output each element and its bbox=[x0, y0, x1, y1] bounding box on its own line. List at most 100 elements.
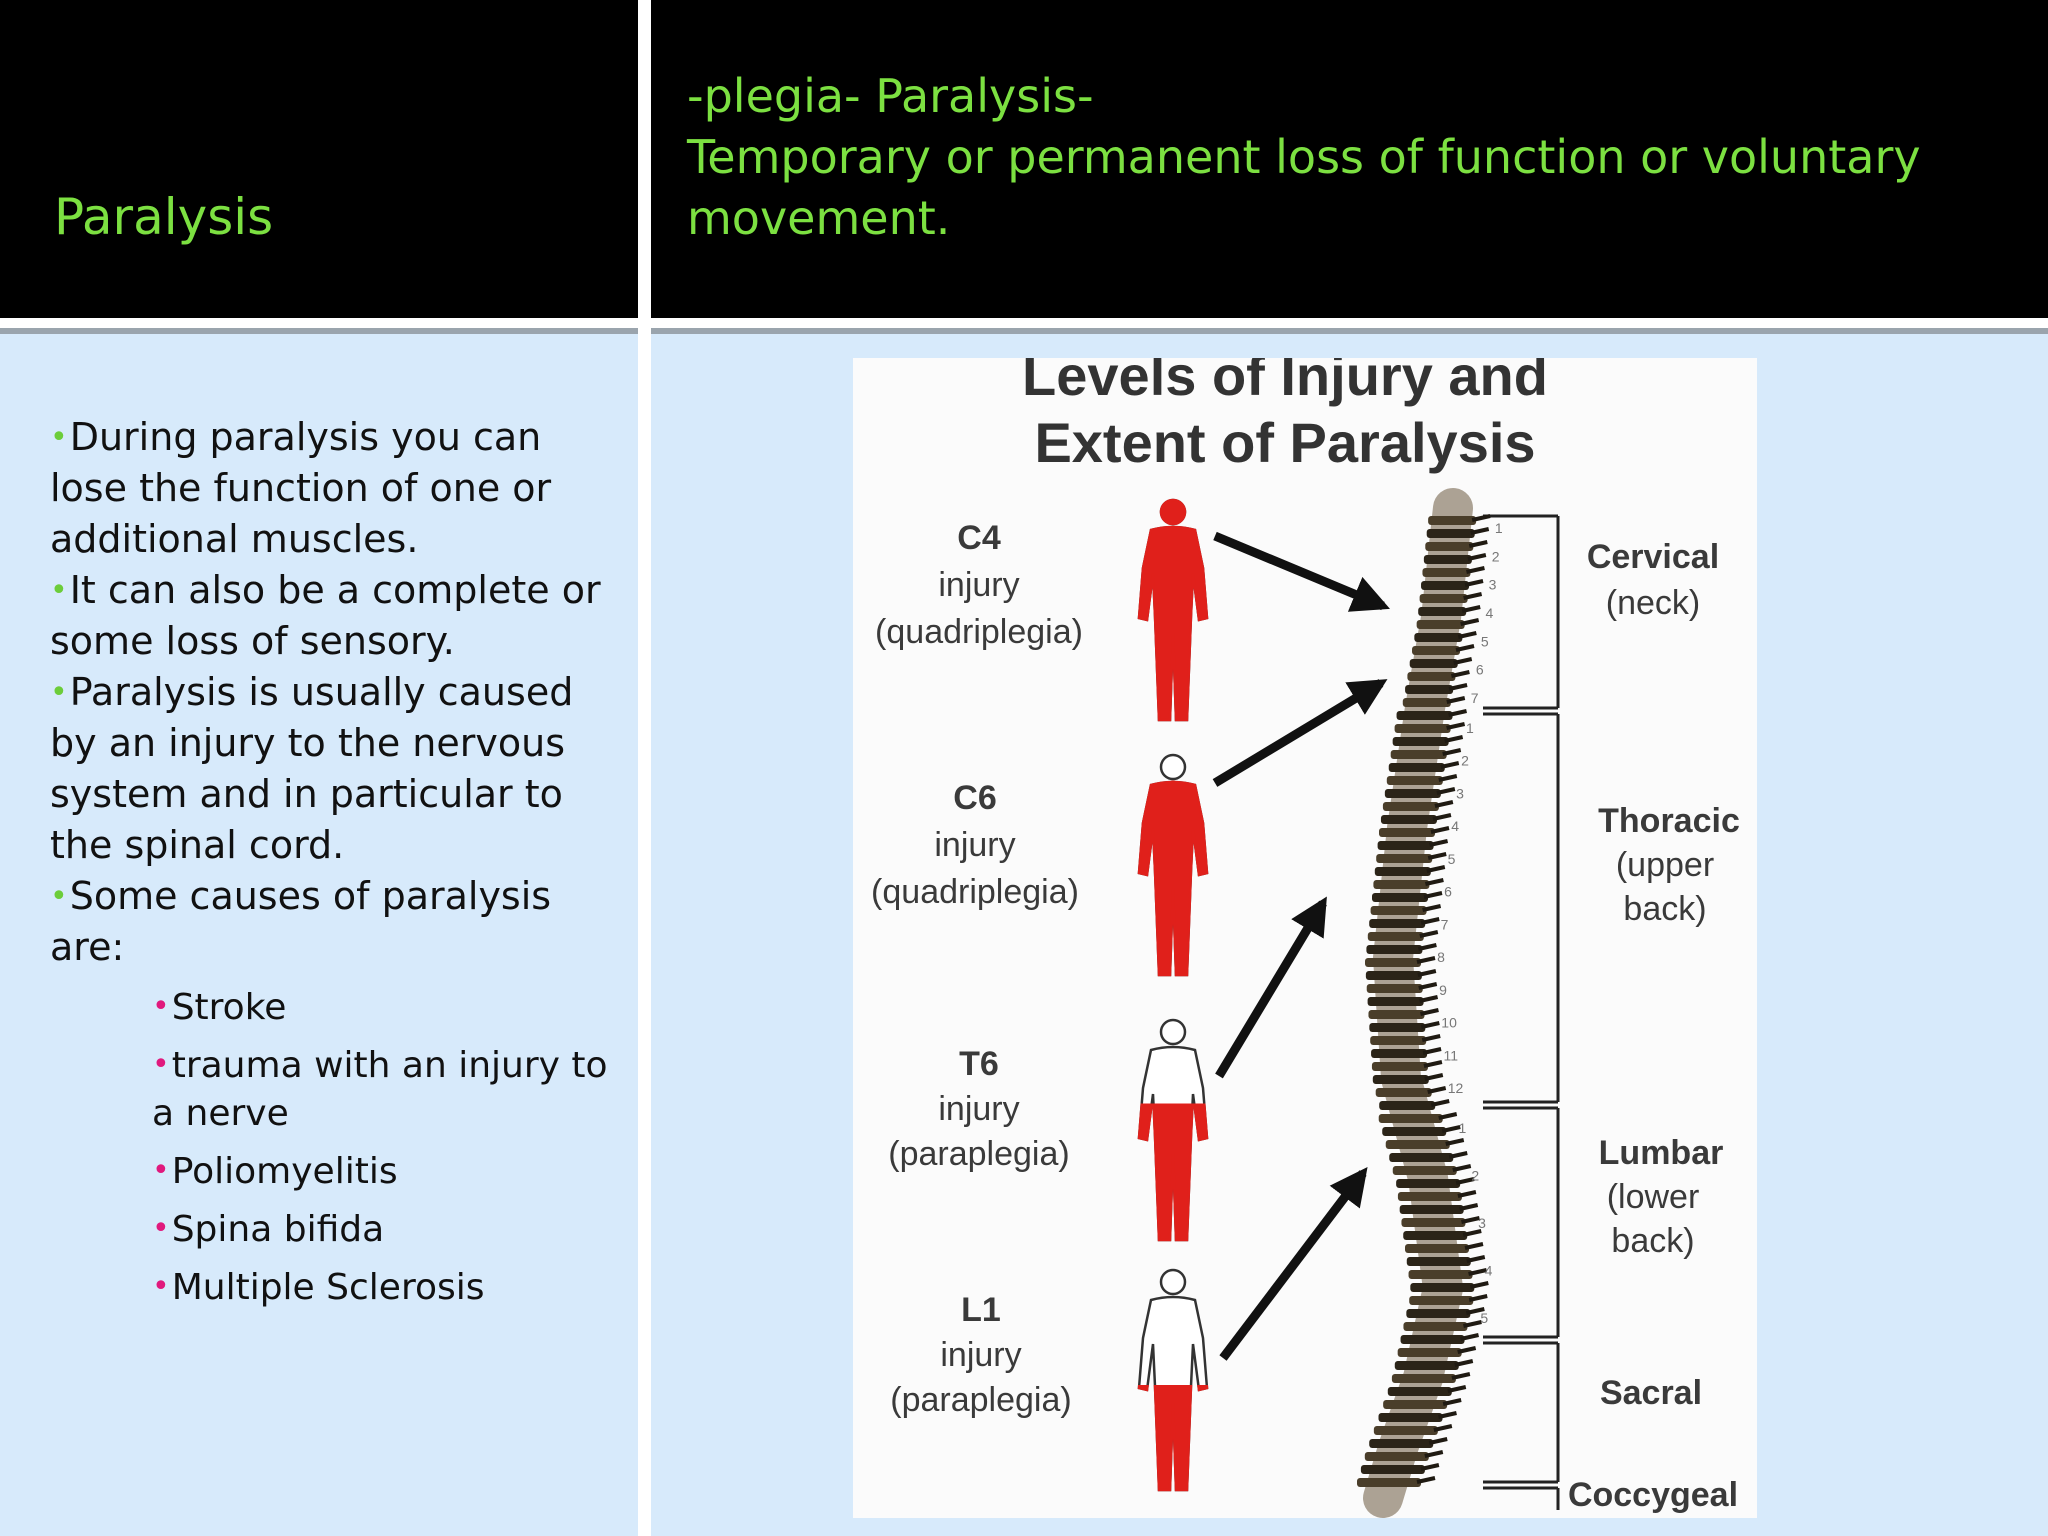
diagram-title: Extent of Paralysis bbox=[1034, 411, 1535, 474]
vertebra-number: 1 bbox=[1466, 720, 1474, 736]
vertebra-process bbox=[1430, 1099, 1450, 1107]
region-label: Cervical bbox=[1587, 538, 1719, 576]
vertebra-process bbox=[1454, 1359, 1474, 1367]
vertebra bbox=[1384, 789, 1441, 798]
vertebra-process bbox=[1468, 1268, 1487, 1276]
vertebra-number: 5 bbox=[1480, 1310, 1488, 1326]
vertebra-number: 5 bbox=[1448, 851, 1456, 867]
injury-arrows bbox=[1212, 531, 1390, 1361]
diagram-title: Levels of Injury and bbox=[1022, 358, 1548, 407]
vertebra-process bbox=[1455, 644, 1475, 652]
vertebra bbox=[1428, 516, 1477, 525]
vertebra-process bbox=[1441, 1125, 1461, 1133]
vertebra-process bbox=[1455, 1177, 1475, 1185]
cause-item: •Poliomyelitis bbox=[152, 1151, 398, 1192]
vertebra-process bbox=[1419, 995, 1439, 1003]
vertebra-process bbox=[1452, 1164, 1472, 1172]
causes-list: •Stroke •trauma with an injury to a nerv… bbox=[50, 983, 610, 1312]
region-label: (neck) bbox=[1606, 584, 1700, 622]
divider-rule bbox=[0, 328, 638, 334]
vertebra-process bbox=[1470, 527, 1490, 535]
vertebra bbox=[1421, 581, 1470, 590]
definition-line: movement. bbox=[687, 191, 951, 245]
vertebra bbox=[1383, 1400, 1448, 1409]
vertebra-process bbox=[1420, 1008, 1439, 1016]
vertebra-process bbox=[1417, 969, 1437, 977]
vertebra bbox=[1365, 971, 1422, 980]
injury-type-label: (quadriplegia) bbox=[871, 873, 1079, 911]
vertebra bbox=[1403, 1231, 1468, 1240]
vertebra bbox=[1372, 1075, 1429, 1084]
bullet-dot-icon: • bbox=[50, 675, 68, 710]
bullet-item: •Paralysis is usually caused by an injur… bbox=[50, 670, 574, 867]
vertebra-process bbox=[1420, 917, 1440, 925]
vertebra-process bbox=[1463, 1320, 1482, 1328]
vertebra bbox=[1418, 607, 1467, 616]
vertebra-number: 2 bbox=[1492, 548, 1500, 564]
vertebra-number: 3 bbox=[1456, 785, 1464, 801]
vertebra-process bbox=[1445, 1138, 1465, 1146]
vertebra bbox=[1368, 1010, 1425, 1019]
injury-type-label: (paraplegia) bbox=[890, 1381, 1071, 1419]
bullet-item: •During paralysis you can lose the funct… bbox=[50, 415, 552, 561]
vertebra-number: 10 bbox=[1441, 1015, 1457, 1031]
vertebra bbox=[1412, 646, 1461, 655]
vertebra bbox=[1422, 568, 1471, 577]
injury-word-label: injury bbox=[938, 1090, 1019, 1128]
region-label: Sacral bbox=[1600, 1374, 1702, 1412]
vertebra bbox=[1409, 659, 1458, 668]
bullet-list: •During paralysis you can lose the funct… bbox=[50, 412, 610, 1321]
vertebra bbox=[1405, 685, 1454, 694]
vertebra-process bbox=[1430, 826, 1450, 834]
vertebra bbox=[1369, 1023, 1426, 1032]
vertebra-process bbox=[1427, 852, 1447, 860]
vertebra-process bbox=[1442, 1398, 1462, 1406]
vertebra bbox=[1410, 1283, 1475, 1292]
body-figure bbox=[1137, 1018, 1209, 1242]
vertebra bbox=[1416, 620, 1465, 629]
vertebra-process bbox=[1423, 891, 1443, 899]
slide-title: Paralysis bbox=[54, 188, 274, 246]
vertebra bbox=[1394, 724, 1451, 733]
vertebra-number: 6 bbox=[1444, 884, 1452, 900]
vertebra bbox=[1392, 737, 1449, 746]
vertebra-number: 4 bbox=[1486, 605, 1494, 621]
vertebra-number: 2 bbox=[1471, 1168, 1479, 1184]
vertebra-process bbox=[1444, 735, 1464, 743]
image-panel: Levels of Injury and Extent of Paralysis… bbox=[651, 334, 2048, 1536]
vertebra-number: 3 bbox=[1489, 577, 1497, 593]
vertebra-number: 3 bbox=[1478, 1215, 1486, 1231]
injury-level-label: C4 bbox=[957, 519, 1001, 557]
vertebra bbox=[1396, 1179, 1461, 1188]
vertebra-process bbox=[1453, 657, 1473, 665]
injury-word-label: injury bbox=[934, 826, 1015, 864]
vertebra-process bbox=[1438, 1411, 1457, 1419]
vertebra-number: 6 bbox=[1476, 662, 1484, 678]
vertebra bbox=[1419, 594, 1468, 603]
vertebra-process bbox=[1436, 787, 1456, 795]
vertebra bbox=[1376, 854, 1433, 863]
injury-level-label: L1 bbox=[961, 1291, 1001, 1329]
vertebra bbox=[1382, 1127, 1447, 1136]
vertebra-process bbox=[1433, 1424, 1453, 1432]
vertebra bbox=[1402, 698, 1451, 707]
region-label: Coccygeal bbox=[1568, 1476, 1738, 1514]
vertebra-number: 5 bbox=[1481, 633, 1489, 649]
bullet-dot-icon: • bbox=[50, 420, 68, 455]
vertebra bbox=[1385, 1140, 1450, 1149]
vertebra-process bbox=[1420, 1021, 1440, 1029]
vertebra-process bbox=[1438, 774, 1458, 782]
vertebra bbox=[1367, 932, 1424, 941]
region-label: back) bbox=[1611, 1222, 1694, 1260]
vertebra-process bbox=[1450, 670, 1470, 678]
vertebra-process bbox=[1466, 1255, 1486, 1263]
vertebra-process bbox=[1457, 1346, 1477, 1354]
vertebra-number: 7 bbox=[1441, 916, 1449, 932]
vertebra-process bbox=[1459, 1203, 1479, 1211]
vertebra-process bbox=[1447, 1385, 1467, 1393]
vertebra-process bbox=[1424, 1450, 1444, 1458]
vertebra-process bbox=[1468, 540, 1488, 548]
vertebra-process bbox=[1466, 566, 1485, 574]
vertebra bbox=[1397, 1348, 1462, 1357]
